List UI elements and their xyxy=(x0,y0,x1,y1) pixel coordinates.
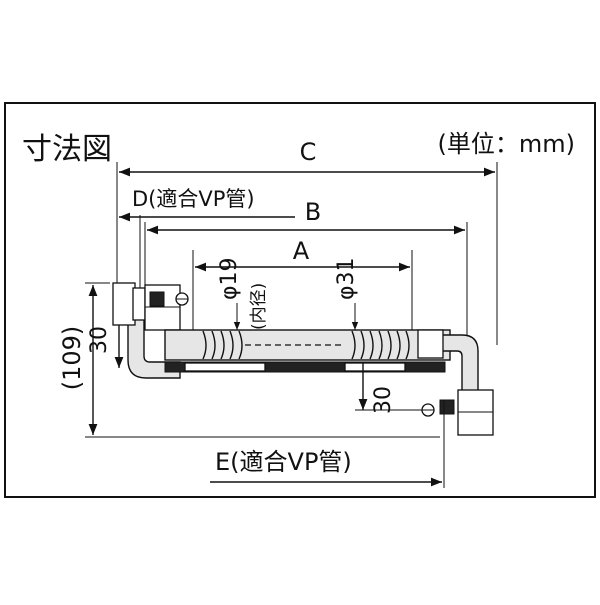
dim-label-30-right: 30 xyxy=(371,386,396,414)
dim-label-inner: (内径) xyxy=(249,283,269,330)
dim-label-a: A xyxy=(293,237,310,265)
corrugation-left xyxy=(202,330,243,360)
dim-label-109: (109) xyxy=(58,326,86,391)
dim-label-d: D(適合VP管) xyxy=(132,187,255,211)
dim-label-b: B xyxy=(305,198,321,226)
left-socket xyxy=(112,282,136,326)
frame xyxy=(4,102,596,498)
sheath-window-right xyxy=(344,362,406,372)
sheath-window-left xyxy=(184,362,266,372)
pipe-lower-sheath xyxy=(164,361,446,373)
corrugation-right xyxy=(351,330,410,360)
right-elbow-pipe xyxy=(439,334,479,396)
dim-label-phi19: φ19 xyxy=(217,257,242,300)
dim-label-30-left: 30 xyxy=(87,326,112,354)
dim-label-c: C xyxy=(300,138,317,166)
left-collar xyxy=(132,287,146,321)
title: 寸法図 xyxy=(22,132,112,167)
right-bolt-head xyxy=(439,399,455,415)
dim-label-e: E(適合VP管) xyxy=(215,448,352,476)
left-bolt-head xyxy=(149,291,165,307)
right-fitting-body xyxy=(417,329,444,359)
dim-label-phi31: φ31 xyxy=(334,257,359,300)
unit-label: (単位：mm) xyxy=(438,130,575,158)
